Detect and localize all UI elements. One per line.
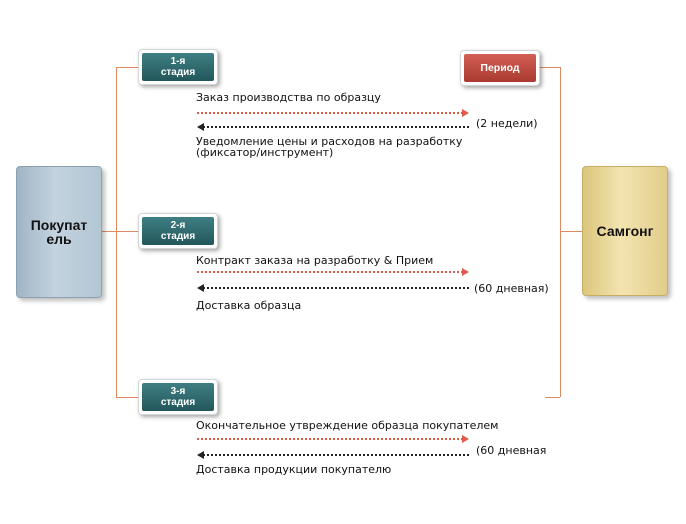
stage-2-box: 2-я стадия — [138, 213, 218, 249]
stage-3-connector — [116, 397, 138, 398]
stage-1-duration: (2 недели) — [476, 117, 538, 130]
stage-1-box: 1-я стадия — [138, 49, 218, 85]
stage-2-duration: (60 дневная) — [474, 282, 549, 295]
stage-1-back-label-2: (фиксатор/инструмент) — [196, 146, 334, 159]
samsung-label: Самгонг — [596, 223, 654, 239]
stage-3-duration: (60 дневная — [476, 444, 547, 457]
buyer-box: Покупатель — [16, 166, 102, 298]
stage-2-forward-label: Контракт заказа на разработку & Прием — [196, 254, 434, 267]
stage-2-word: стадия — [160, 231, 196, 242]
stage-3-forward-arrow — [197, 435, 469, 443]
samsung-connector — [560, 231, 582, 232]
stage-2-forward-arrow — [197, 268, 469, 276]
left-bracket-line — [116, 67, 117, 397]
stage-1-connector — [116, 67, 138, 68]
period-connector — [540, 67, 560, 68]
stage-1-forward-label: Заказ производства по образцу — [196, 91, 381, 104]
stage-1-back-arrow — [197, 123, 469, 131]
stage-3-forward-label: Окончательное утвреждение образца покупа… — [196, 419, 499, 432]
stage-3-word: стадия — [160, 397, 196, 408]
stage-1-number: 1-я — [170, 56, 186, 67]
samsung-box: Самгонг — [582, 166, 668, 296]
period-box: Период — [460, 50, 540, 86]
stage-3-back-label: Доставка продукции покупателю — [196, 463, 392, 476]
stage-2-back-label: Доставка образца — [196, 299, 302, 312]
stage-1-back-label: Уведомление цены и расходов на разработк… — [196, 135, 463, 148]
right-bottom-connector — [545, 397, 560, 398]
stage-1-word: стадия — [160, 67, 196, 78]
stage-2-connector — [116, 231, 138, 232]
stage-3-back-arrow — [197, 451, 469, 459]
stage-2-number: 2-я — [170, 220, 186, 231]
stage-2-back-arrow — [197, 284, 469, 292]
stage-3-box: 3-я стадия — [138, 379, 218, 415]
stage-1-forward-arrow — [197, 109, 469, 117]
buyer-label: Покупатель — [30, 217, 88, 247]
right-bracket-line — [560, 67, 561, 397]
stage-3-number: 3-я — [170, 386, 186, 397]
buyer-connector — [102, 231, 116, 232]
period-label: Период — [480, 61, 520, 74]
